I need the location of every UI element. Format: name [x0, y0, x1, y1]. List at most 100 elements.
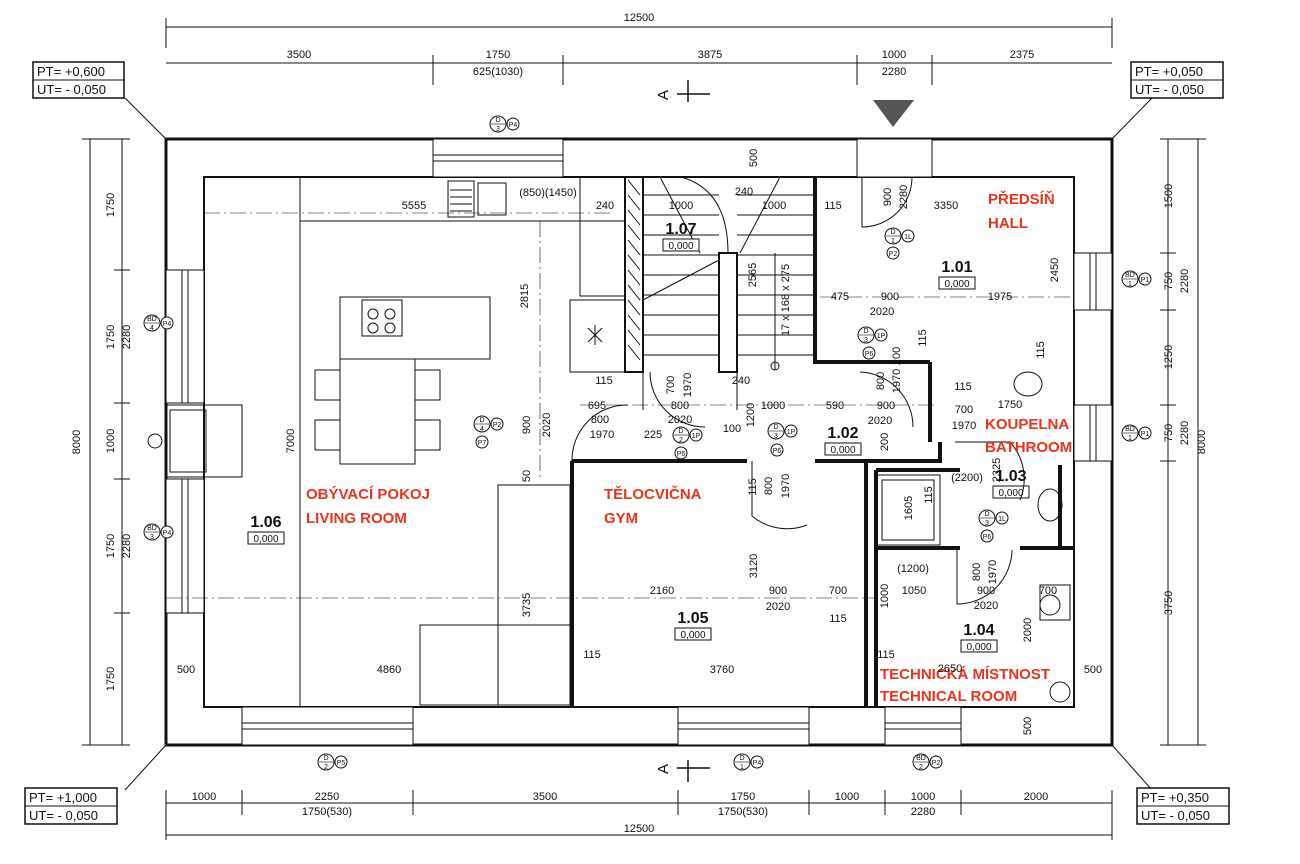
dim-text: 3735 [521, 593, 533, 617]
dim-top-3: 3875 [698, 49, 722, 61]
dim-text: 800 [591, 414, 609, 426]
room-1-05: 1.05 0,000 TĚLOCVIČNA GYM [604, 485, 712, 641]
dim-text: 1970 [952, 420, 976, 432]
dim-text: 1750 [998, 399, 1022, 411]
tag-top: D [890, 229, 895, 236]
detail-tag: BD 4 P4 [143, 314, 174, 332]
dim-text: 115 [877, 649, 895, 661]
dim-left-3: 1000 [105, 429, 117, 453]
interior-walls [570, 177, 1074, 707]
dim-bottom-4-sub: 1750(530) [718, 806, 768, 818]
dim-text: 700 [1039, 585, 1057, 597]
room-number: 1.01 [941, 259, 972, 276]
dim-text: 3760 [710, 664, 734, 676]
tag-bottom: 3 [496, 126, 500, 133]
centerlines [166, 212, 1070, 599]
tag-ref-circle [750, 755, 764, 769]
dim-top-5: 2375 [1010, 49, 1034, 61]
dim-text: 115 [747, 478, 759, 496]
tag-ref-circle [784, 424, 798, 438]
dim-text: 2020 [541, 413, 553, 437]
dim-right-4: 750 [1163, 424, 1175, 442]
tag-ref: P2 [493, 422, 502, 429]
tag-sub-circle [886, 246, 900, 260]
room-name: TECHNICKÁ MÍSTNOST [880, 666, 1050, 683]
tag-bottom: 4 [480, 426, 484, 433]
dim-text: 115 [1035, 341, 1047, 359]
room-name-en: GYM [604, 510, 638, 527]
tag-bottom: 1 [740, 764, 744, 771]
tag-sub-text: P6 [865, 351, 874, 358]
tag-sub-circle [862, 346, 876, 360]
level-ut: UT= - 0,050 [1141, 808, 1210, 823]
tag-bottom: 4 [150, 325, 154, 332]
corner-leaders [124, 97, 1153, 791]
dim-text: 225 [644, 429, 662, 441]
tag-top: BD [147, 316, 157, 323]
level-ut: UT= - 0,050 [1135, 82, 1204, 97]
tag-sub-circle [980, 529, 994, 543]
dim-text: 800 [763, 477, 775, 495]
room-level: 0,000 [680, 630, 705, 641]
tag-bottom: 2 [324, 764, 328, 771]
dim-left-1: 1750 [105, 193, 117, 217]
tag-ref: P4 [509, 122, 518, 129]
dim-text: 100 [723, 423, 741, 435]
tag-bottom: 1 [891, 238, 895, 245]
dim-text: 2020 [668, 414, 692, 426]
dim-text: 1975 [988, 291, 1012, 303]
room-name-en: TECHNICAL ROOM [880, 688, 1017, 705]
dim-right-1: 1500 [1163, 184, 1175, 208]
tag-top: D [773, 424, 778, 431]
tag-ref: P4 [163, 321, 172, 328]
dim-top-2-sub: 625(1030) [473, 66, 523, 78]
dim-text: 2160 [650, 585, 674, 597]
dim-text: 1200 [745, 403, 757, 427]
dim-text: 200 [879, 433, 891, 451]
dim-bottom-6: 1000 [911, 791, 935, 803]
tag-sub-circle [674, 446, 688, 460]
dim-text: 50 [521, 470, 533, 482]
tag-ref: P1 [1141, 431, 1150, 438]
level-box-bottom-left: PT= +1,000 UT= - 0,050 [24, 787, 118, 825]
dim-text: 115 [583, 649, 601, 661]
room-name: OBÝVACÍ POKOJ [306, 485, 430, 503]
dim-left-4-sub: 2280 [121, 534, 133, 558]
tag-ref: 1P [877, 333, 886, 340]
level-box-bottom-right: PT= +0,350 UT= - 0,050 [1136, 787, 1230, 825]
dim-right-2: 750 [1163, 272, 1175, 290]
dim-text: 115 [954, 381, 972, 393]
dim-text: 115 [923, 486, 935, 504]
section-label: A [655, 90, 672, 100]
room-number: 1.04 [963, 622, 994, 639]
dim-text: 800 [971, 563, 983, 581]
dim-bottom-7: 2000 [1024, 791, 1048, 803]
room-level: 0,000 [998, 488, 1023, 499]
tag-ref-circle [1138, 426, 1152, 440]
dim-text: 2020 [766, 601, 790, 613]
tag-bottom: 3 [985, 520, 989, 527]
tag-ref: 1P [692, 433, 701, 440]
tag-bottom: 3 [864, 337, 868, 344]
interior-dimensions: (850)(1450) 5555 240 7000 2815 900 2020 … [177, 149, 1102, 735]
tag-bottom: 2 [919, 764, 923, 771]
dim-text: 900 [877, 400, 895, 412]
dim-text: 4860 [377, 664, 401, 676]
dim-text: 2565 [747, 263, 759, 287]
dim-text: 900 [769, 585, 787, 597]
dim-top-4: 1000 [882, 49, 906, 61]
tag-ref-circle [874, 328, 888, 342]
tag-sub-text: P6 [677, 451, 686, 458]
dim-text: 1000 [669, 200, 693, 212]
tag-ref-circle [901, 229, 915, 243]
dim-bottom-2-sub: 1750(530) [302, 806, 352, 818]
dim-text: 700 [829, 585, 847, 597]
dim-left-2: 1750 [105, 325, 117, 349]
dim-text: (2200) [951, 472, 983, 484]
room-level: 0,000 [668, 241, 693, 252]
